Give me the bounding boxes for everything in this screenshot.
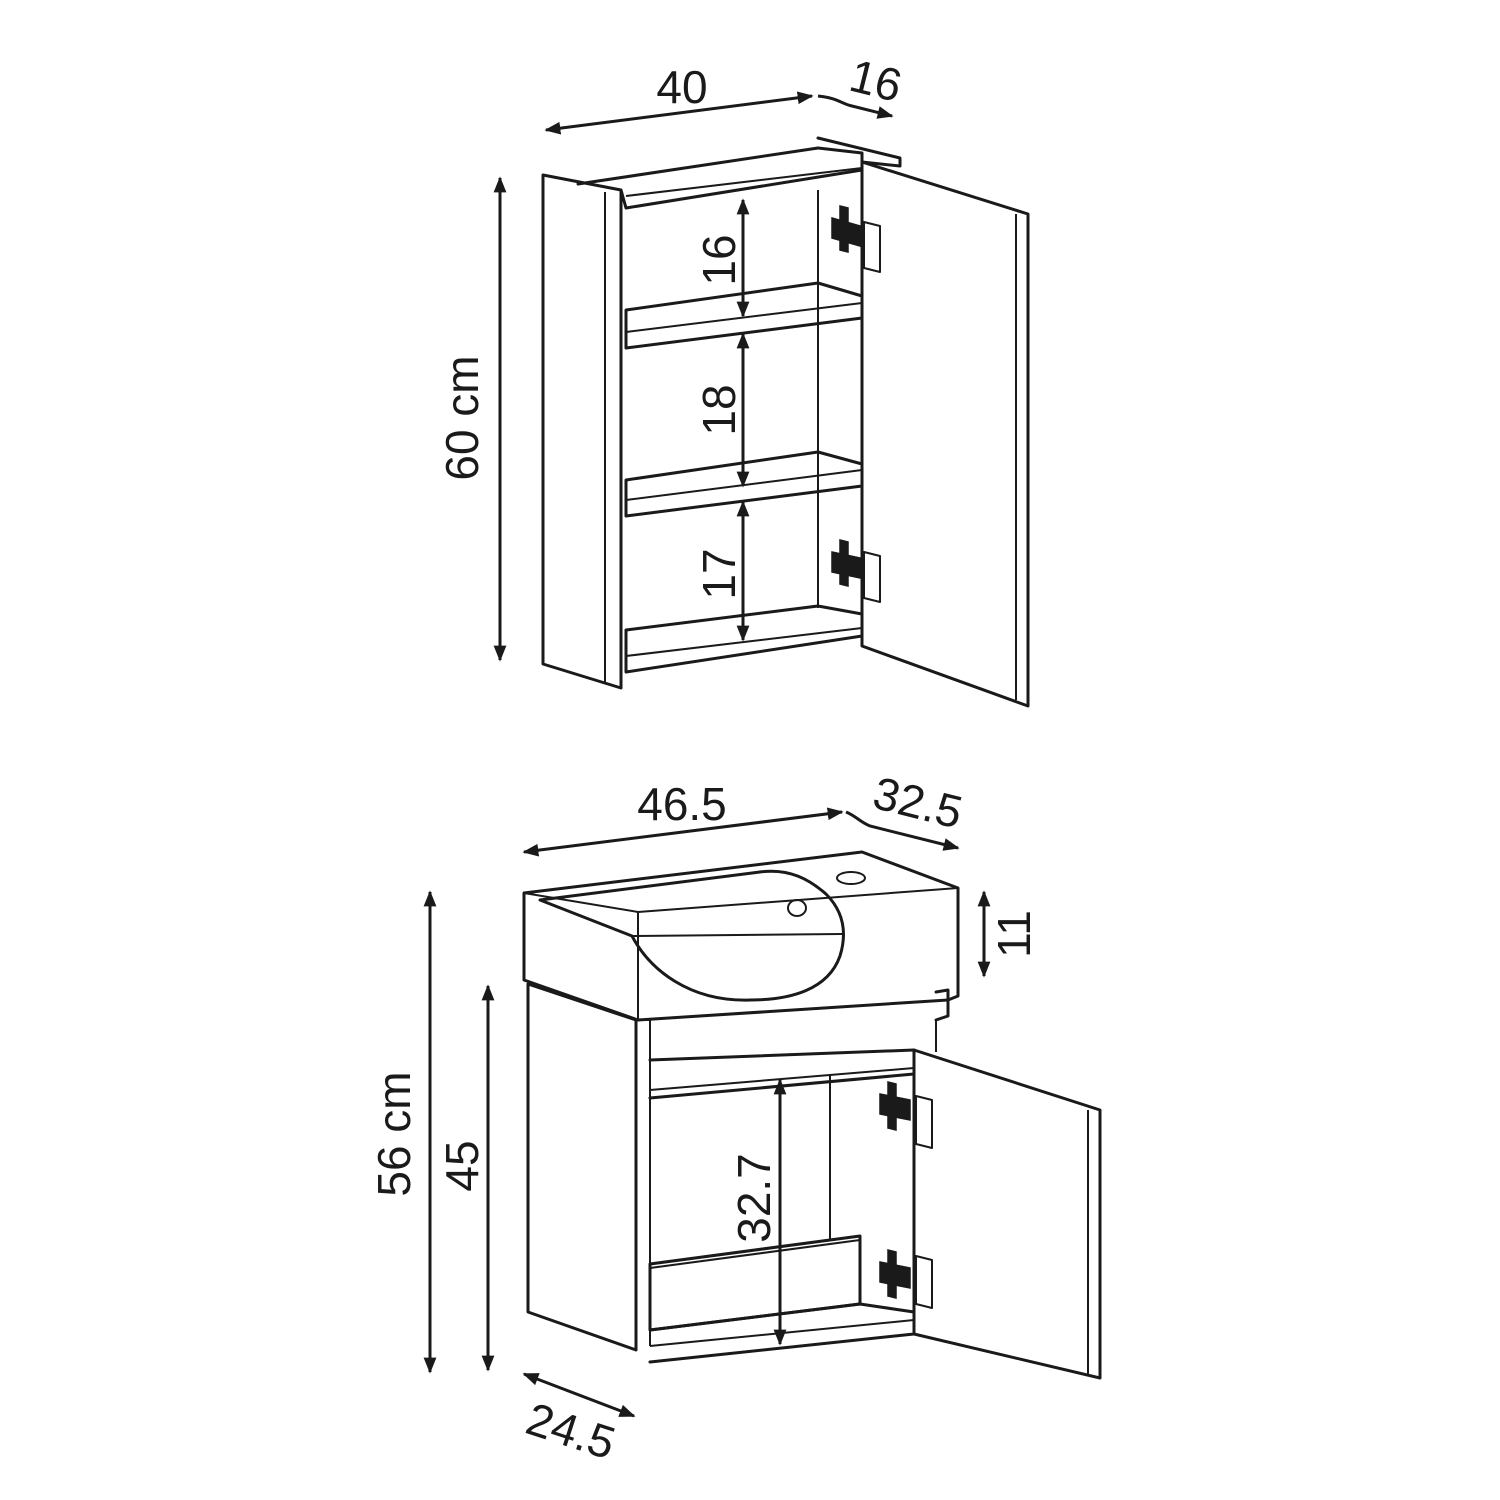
left-panel-edge [636, 1019, 651, 1346]
basin-top [522, 850, 960, 1022]
dimension-width-line [522, 807, 844, 857]
hinge-icon [879, 1249, 933, 1309]
vanity-top-rail [648, 1048, 916, 1100]
vanity-right-panel [934, 988, 950, 1022]
hinge-icon [831, 205, 881, 273]
shelf-spacing-middle-label: 18 [693, 384, 745, 435]
tap-hole-icon [836, 871, 866, 885]
dimension-depth-line [845, 810, 960, 851]
dimension-height-label: 60 cm [436, 355, 488, 480]
cabinet-right-panel [816, 136, 902, 168]
dimension-width-label: 40 [656, 61, 707, 113]
top-edge [625, 167, 863, 197]
dimension-depth-label: 32.5 [868, 766, 967, 838]
shelf-spacing-bottom-label: 17 [693, 548, 745, 599]
cabinet-door [860, 160, 1030, 708]
dimension-width-line [544, 91, 814, 135]
vanity-unit: 46.5 32.5 11 56 cm 45 32.7 24.5 [368, 766, 1102, 1469]
dimension-width-label: 46.5 [637, 778, 727, 830]
hinge-icon [879, 1081, 933, 1149]
shelf-spacing-top-label: 16 [693, 234, 745, 285]
vanity-door [912, 1048, 1102, 1380]
basin-bowl [538, 869, 845, 1002]
dimension-inner-height-label: 32.7 [728, 1153, 780, 1243]
drain-icon [787, 899, 807, 917]
inner-board-edge [649, 1239, 861, 1269]
dimension-cabinet-height-label: 45 [436, 1140, 488, 1191]
cabinet-left-panel [541, 173, 623, 690]
dimension-total-height-label: 56 cm [368, 1071, 420, 1196]
hinge-icon [831, 539, 881, 603]
dimension-depth-line [817, 94, 894, 119]
basin-front-edge [523, 887, 959, 913]
dimension-cabinet-depth-line [522, 1372, 636, 1418]
vanity-left-panel [526, 982, 638, 1352]
dimension-basin-height-label: 11 [988, 910, 1040, 958]
bowl-rim [631, 933, 843, 937]
bottom-edge [625, 627, 863, 657]
wall-cabinet: 40 16 60 cm 16 18 17 [436, 49, 1030, 708]
dimension-cabinet-depth-label: 24.5 [520, 1392, 621, 1469]
dimension-depth-label: 16 [845, 49, 907, 112]
